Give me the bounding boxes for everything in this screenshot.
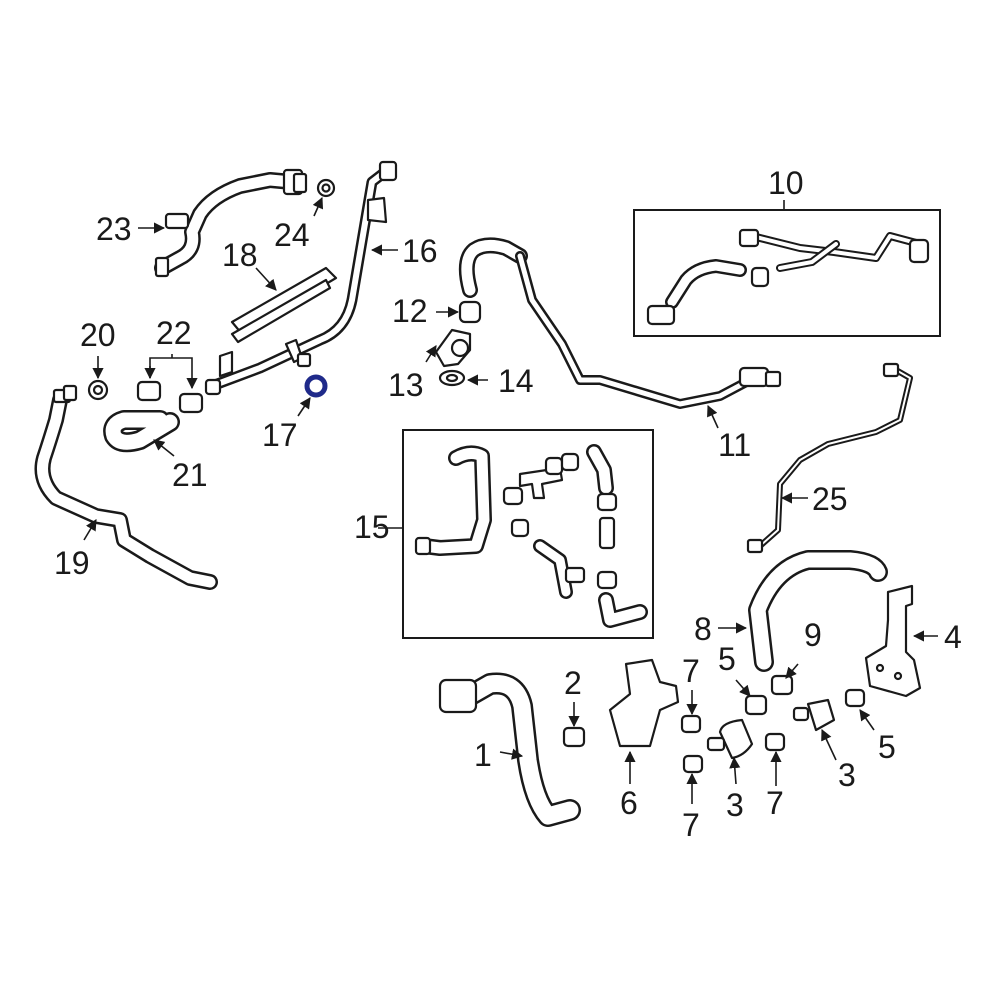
part-23-hose-assembly[interactable] bbox=[154, 168, 308, 278]
part-15-kit-box bbox=[402, 429, 654, 639]
part-5-fitting-a[interactable] bbox=[744, 694, 768, 716]
callout-16: 16 bbox=[402, 233, 438, 269]
part-3-pump-b[interactable] bbox=[792, 698, 836, 732]
callout-3-center: 3 bbox=[726, 787, 744, 823]
callout-9: 9 bbox=[804, 617, 822, 653]
part-15-hose-kit[interactable] bbox=[414, 444, 648, 628]
callout-13: 13 bbox=[388, 367, 424, 403]
callout-3-right: 3 bbox=[838, 757, 856, 793]
callout-4: 4 bbox=[944, 619, 962, 655]
callout-1: 1 bbox=[474, 737, 492, 773]
callout-7-top: 7 bbox=[682, 653, 700, 689]
callout-5-upper: 5 bbox=[718, 641, 736, 677]
part-10-hose-kit[interactable] bbox=[646, 228, 930, 326]
part-4-bracket[interactable] bbox=[864, 584, 922, 698]
part-17-o-ring[interactable] bbox=[304, 374, 328, 398]
part-24-washer[interactable] bbox=[316, 178, 336, 198]
callout-24: 24 bbox=[274, 217, 310, 253]
callout-labels: 23 24 18 16 12 13 14 17 20 22 21 19 10 1… bbox=[54, 165, 962, 843]
callout-7-bottom: 7 bbox=[682, 807, 700, 843]
part-8-hose[interactable] bbox=[748, 550, 888, 672]
part-2-cap[interactable] bbox=[562, 726, 586, 748]
callout-14: 14 bbox=[498, 363, 534, 399]
callout-22: 22 bbox=[156, 315, 192, 351]
callout-5-right: 5 bbox=[878, 729, 896, 765]
part-18-heat-shield[interactable] bbox=[218, 266, 338, 378]
part-7-fitting-b[interactable] bbox=[682, 754, 704, 774]
callout-12: 12 bbox=[392, 293, 428, 329]
callout-17: 17 bbox=[262, 417, 298, 453]
callout-20: 20 bbox=[80, 317, 116, 353]
callout-15: 15 bbox=[354, 509, 390, 545]
part-19-hose[interactable] bbox=[34, 384, 218, 590]
part-11-pipe[interactable] bbox=[458, 237, 782, 409]
callout-11: 11 bbox=[718, 427, 751, 463]
callout-8: 8 bbox=[694, 611, 712, 647]
part-5-fitting-b[interactable] bbox=[844, 688, 866, 708]
callout-25: 25 bbox=[812, 481, 848, 517]
part-7-fitting-c[interactable] bbox=[764, 732, 786, 752]
part-14-gasket[interactable] bbox=[438, 369, 466, 387]
part-22-clamps[interactable] bbox=[136, 380, 204, 414]
part-21-hose[interactable] bbox=[103, 410, 180, 453]
leader-lines bbox=[83, 196, 938, 804]
part-3-pump-a[interactable] bbox=[706, 718, 754, 760]
callout-19: 19 bbox=[54, 545, 90, 581]
part-10-kit-box bbox=[633, 209, 941, 337]
part-12-cap[interactable] bbox=[458, 300, 482, 324]
part-20-washer[interactable] bbox=[87, 379, 109, 401]
callout-23: 23 bbox=[96, 211, 132, 247]
callout-21: 21 bbox=[172, 457, 208, 493]
part-6-bracket[interactable] bbox=[608, 658, 680, 748]
part-9-fitting[interactable] bbox=[770, 674, 794, 696]
part-16-pipe[interactable] bbox=[204, 160, 398, 396]
callout-2: 2 bbox=[564, 665, 582, 701]
callout-7-right: 7 bbox=[766, 785, 784, 821]
part-1-hose[interactable] bbox=[438, 672, 581, 827]
part-25-pipe[interactable] bbox=[746, 362, 913, 554]
part-7-fitting-a[interactable] bbox=[680, 714, 702, 734]
callout-6: 6 bbox=[620, 785, 638, 821]
callout-10: 10 bbox=[768, 165, 804, 201]
part-13-valve[interactable] bbox=[434, 328, 472, 368]
callout-18: 18 bbox=[222, 237, 258, 273]
